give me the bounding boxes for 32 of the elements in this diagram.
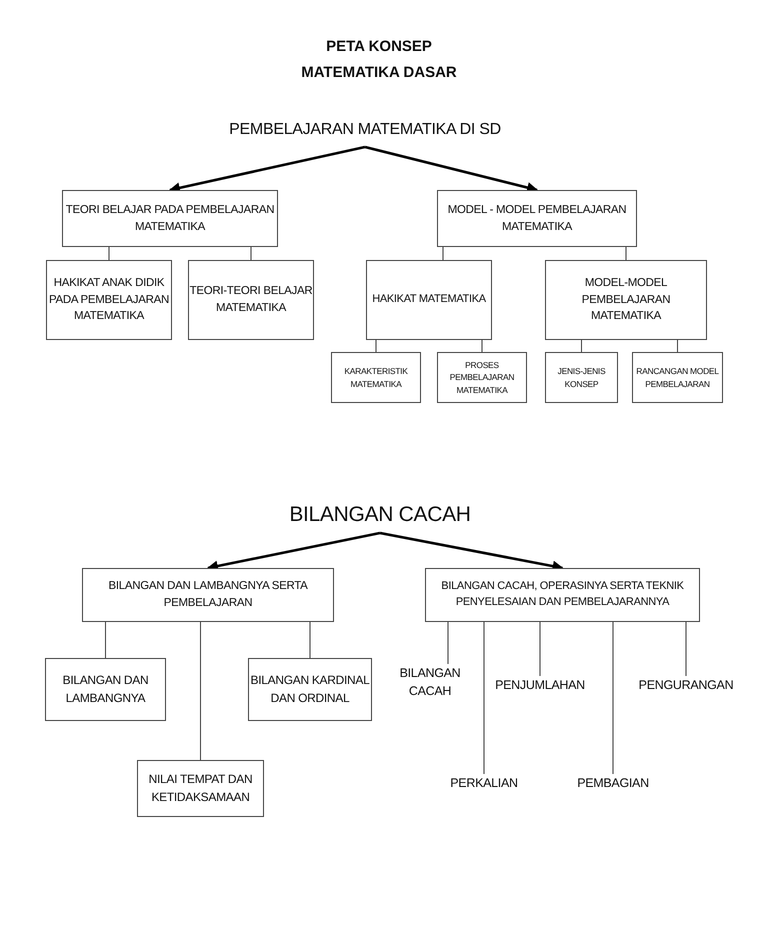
concept-box: BILANGAN DAN LAMBANGNYA SERTA PEMBELAJARAN (82, 568, 334, 622)
concept-label: BILANGAN CACAH (230, 500, 530, 532)
subconcept-box: RANCANGAN MODEL PEMBELAJARAN (632, 352, 723, 403)
concept-label: PEMBELAJARAN MATEMATIKA DI SD (190, 118, 540, 146)
diagram-title: PETA KONSEP MATEMATIKA DASAR (300, 37, 458, 84)
connector-line (581, 340, 582, 352)
concept-label: PEMBAGIAN (566, 774, 660, 798)
concept-label: PENGURANGAN (630, 676, 742, 700)
concept-box: TEORI-TEORI BELAJAR MATEMATIKA (188, 260, 314, 340)
subconcept-box: PROSES PEMBELAJARAN MATEMATIKA (437, 352, 527, 403)
concept-box: BILANGAN KARDINAL DAN ORDINAL (248, 658, 372, 721)
concept-box: NILAI TEMPAT DAN KETIDAKSAMAAN (137, 760, 264, 817)
connector-line (200, 622, 201, 760)
concept-label: BILANGAN CACAH (392, 664, 468, 720)
connector-line (105, 622, 106, 658)
connector-line (250, 246, 252, 260)
connector-line (677, 340, 678, 352)
arrow (364, 146, 538, 193)
connector-line (442, 246, 444, 260)
concept-box: HAKIKAT ANAK DIDIK PADA PEMBELAJARAN MATEMATIKA (46, 260, 172, 340)
concept-box: BILANGAN CACAH, OPERASINYA SERTA TEKNIK PENYELESAIAN DAN PEMBELAJARANNYA (425, 568, 700, 622)
connector-line (612, 622, 614, 774)
connector-line (108, 246, 110, 260)
concept-box: MODEL - MODEL PEMBELAJARAN MATEMATIKA (437, 190, 637, 247)
subconcept-box: KARAKTERISTIK MATEMATIKA (331, 352, 421, 403)
concept-box: HAKIKAT MATEMATIKA (366, 260, 492, 340)
concept-box: BILANGAN DAN LAMBANGNYA (45, 658, 166, 721)
concept-box: TEORI BELAJAR PADA PEMBELAJARAN MATEMATIKA (62, 190, 278, 247)
concept-box: MODEL-MODEL PEMBELAJARAN MATEMATIKA (545, 260, 707, 340)
subconcept-box: JENIS-JENIS KONSEP (545, 352, 618, 403)
concept-label: PENJUMLAHAN (486, 676, 594, 700)
concept-label: PERKALIAN (438, 774, 530, 798)
